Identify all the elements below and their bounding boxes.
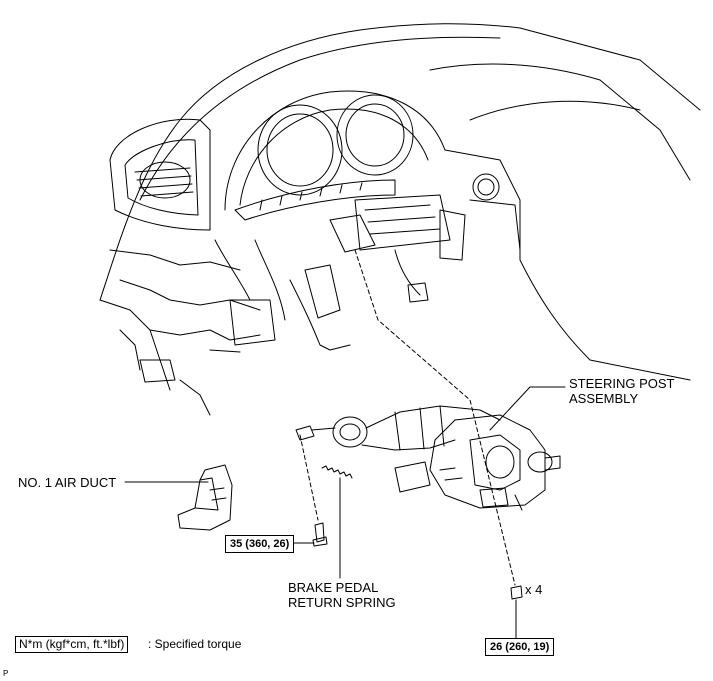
corner-mark: P bbox=[3, 669, 9, 678]
steering-post-assembly bbox=[295, 405, 561, 511]
steering-post-label-line1: STEERING POST bbox=[569, 376, 675, 391]
air-duct-label: NO. 1 AIR DUCT bbox=[18, 475, 117, 490]
no1-air-duct bbox=[177, 464, 233, 531]
legend-description: : Specified torque bbox=[148, 637, 242, 651]
bolt-35 bbox=[312, 522, 328, 547]
torque-box-left: 35 (360, 26) bbox=[225, 535, 295, 553]
brake-pedal-return-spring bbox=[321, 465, 353, 479]
brake-spring-label-line2: RETURN SPRING bbox=[288, 595, 396, 610]
quantity-label: x 4 bbox=[525, 582, 543, 597]
wiring-harness bbox=[99, 194, 451, 416]
legend-unit-box: N*m (kgf*cm, ft.*lbf) bbox=[15, 636, 129, 653]
torque-box-right: 26 (260, 19) bbox=[485, 638, 555, 656]
brake-spring-label-line1: BRAKE PEDAL bbox=[288, 580, 379, 595]
steering-post-label-line2: ASSEMBLY bbox=[569, 391, 639, 406]
dashed-leaders bbox=[299, 249, 516, 586]
air-vent bbox=[109, 118, 211, 231]
bolt-26 bbox=[510, 585, 523, 600]
dashboard-illustration bbox=[99, 23, 701, 381]
